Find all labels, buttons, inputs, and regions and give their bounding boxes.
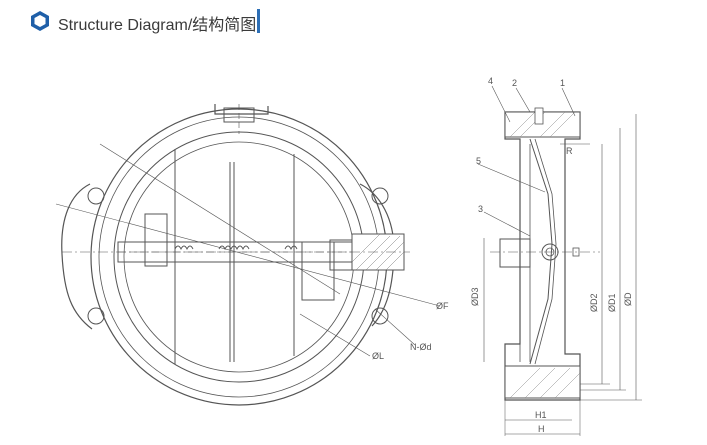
- part-number-2: 2: [512, 78, 517, 88]
- title-accent-bar: [257, 9, 260, 33]
- bore-circle: [113, 131, 365, 383]
- front-view: ØF N-Ød ØL: [55, 104, 449, 406]
- leader-f: [55, 203, 441, 307]
- part-number-1: 1: [560, 78, 565, 88]
- leader-nd: [374, 308, 416, 346]
- label-h: H: [538, 424, 545, 434]
- label-d3: ØD3: [470, 287, 480, 306]
- part-number-4: 4: [488, 76, 493, 86]
- label-d: ØD: [623, 292, 633, 306]
- label-nd: N-Ød: [410, 342, 432, 352]
- inner-bore-circle: [123, 141, 355, 373]
- part-number-3: 3: [478, 204, 483, 214]
- body-outline: [61, 104, 395, 330]
- header: Structure Diagram/结构简图: [0, 0, 707, 44]
- leader-line: [99, 143, 341, 295]
- seat-circle: [98, 116, 380, 398]
- top-screw: [534, 107, 544, 125]
- leader-l: [299, 313, 371, 357]
- left-hinge-block: [144, 213, 168, 267]
- label-d1: ØD1: [607, 293, 617, 312]
- part-number-5: 5: [476, 156, 481, 166]
- label-r: R: [566, 146, 573, 156]
- bolt-hole: [371, 187, 389, 205]
- bottom-section: [504, 365, 581, 399]
- structure-diagram: ØF N-Ød ØL: [55, 76, 642, 436]
- label-f: ØF: [436, 301, 449, 311]
- shaft-end: [499, 238, 531, 268]
- bolt-hole: [87, 187, 105, 205]
- page-title: Structure Diagram/结构简图: [58, 17, 257, 34]
- outer-body-circle: [90, 108, 388, 406]
- label-h1: H1: [535, 410, 547, 420]
- bolt-hole: [371, 307, 389, 325]
- hexagon-icon: [31, 11, 49, 31]
- disc-plate: [529, 138, 553, 365]
- springs: [174, 245, 298, 251]
- label-d2: ØD2: [589, 293, 599, 312]
- label-l: ØL: [372, 351, 384, 361]
- right-hinge-cap: [329, 239, 353, 271]
- right-hinge-block: [301, 241, 335, 301]
- side-view: 4 2 1 5 3 R ØD3 ØD2 ØD1 ØD H1 H: [470, 76, 642, 436]
- bolt-hole: [87, 307, 105, 325]
